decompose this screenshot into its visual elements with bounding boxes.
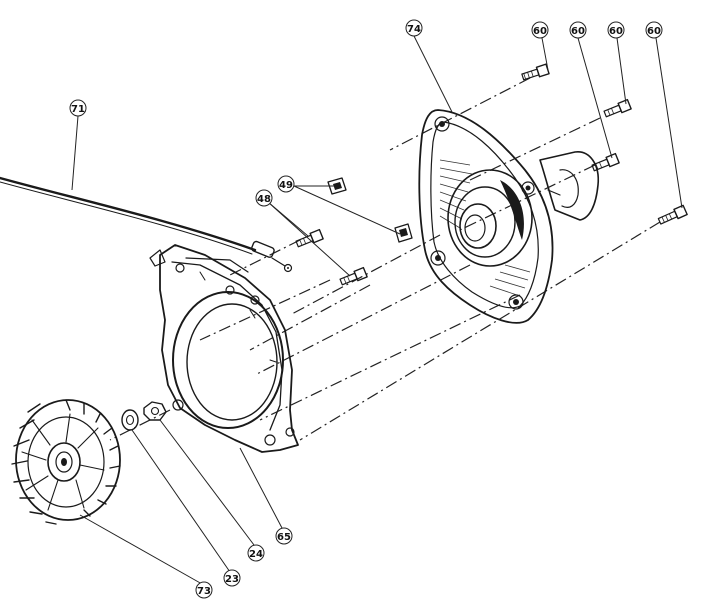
callout-label: 71 bbox=[71, 104, 85, 115]
callout-label: 49 bbox=[279, 180, 293, 191]
leader-lines bbox=[71, 35, 683, 585]
bolts-48 bbox=[295, 228, 368, 286]
callout-65: 65 bbox=[275, 527, 293, 545]
callout-label: 73 bbox=[197, 586, 211, 597]
callout-48: 48 bbox=[255, 189, 273, 207]
clips-49 bbox=[327, 177, 413, 243]
callout-60-d: 60 bbox=[645, 21, 663, 39]
callout-label: 60 bbox=[609, 26, 623, 37]
bolts-60 bbox=[521, 63, 688, 225]
callout-60-a: 60 bbox=[531, 21, 549, 39]
callout-label: 23 bbox=[225, 574, 239, 585]
alignment-lines bbox=[109, 77, 661, 441]
callout-24: 24 bbox=[247, 544, 265, 562]
callout-60-b: 60 bbox=[569, 21, 587, 39]
flywheel-73 bbox=[11, 399, 121, 525]
callout-73: 73 bbox=[195, 581, 213, 599]
callout-label: 48 bbox=[257, 194, 271, 205]
cable-71 bbox=[0, 176, 293, 273]
callout-label: 74 bbox=[407, 24, 421, 35]
nut-24 bbox=[143, 401, 167, 421]
callout-label: 60 bbox=[647, 26, 661, 37]
callout-23: 23 bbox=[223, 569, 241, 587]
callout-49: 49 bbox=[277, 175, 295, 193]
callout-label: 65 bbox=[277, 532, 291, 543]
callout-71: 71 bbox=[69, 99, 87, 117]
callout-60-c: 60 bbox=[607, 21, 625, 39]
callout-label: 60 bbox=[533, 26, 547, 37]
callout-label: 24 bbox=[249, 549, 263, 560]
callout-label: 60 bbox=[571, 26, 585, 37]
fan-housing-65 bbox=[149, 244, 299, 453]
starter-housing-74 bbox=[418, 109, 600, 324]
callout-74: 74 bbox=[405, 19, 423, 37]
washer-23 bbox=[121, 409, 139, 431]
